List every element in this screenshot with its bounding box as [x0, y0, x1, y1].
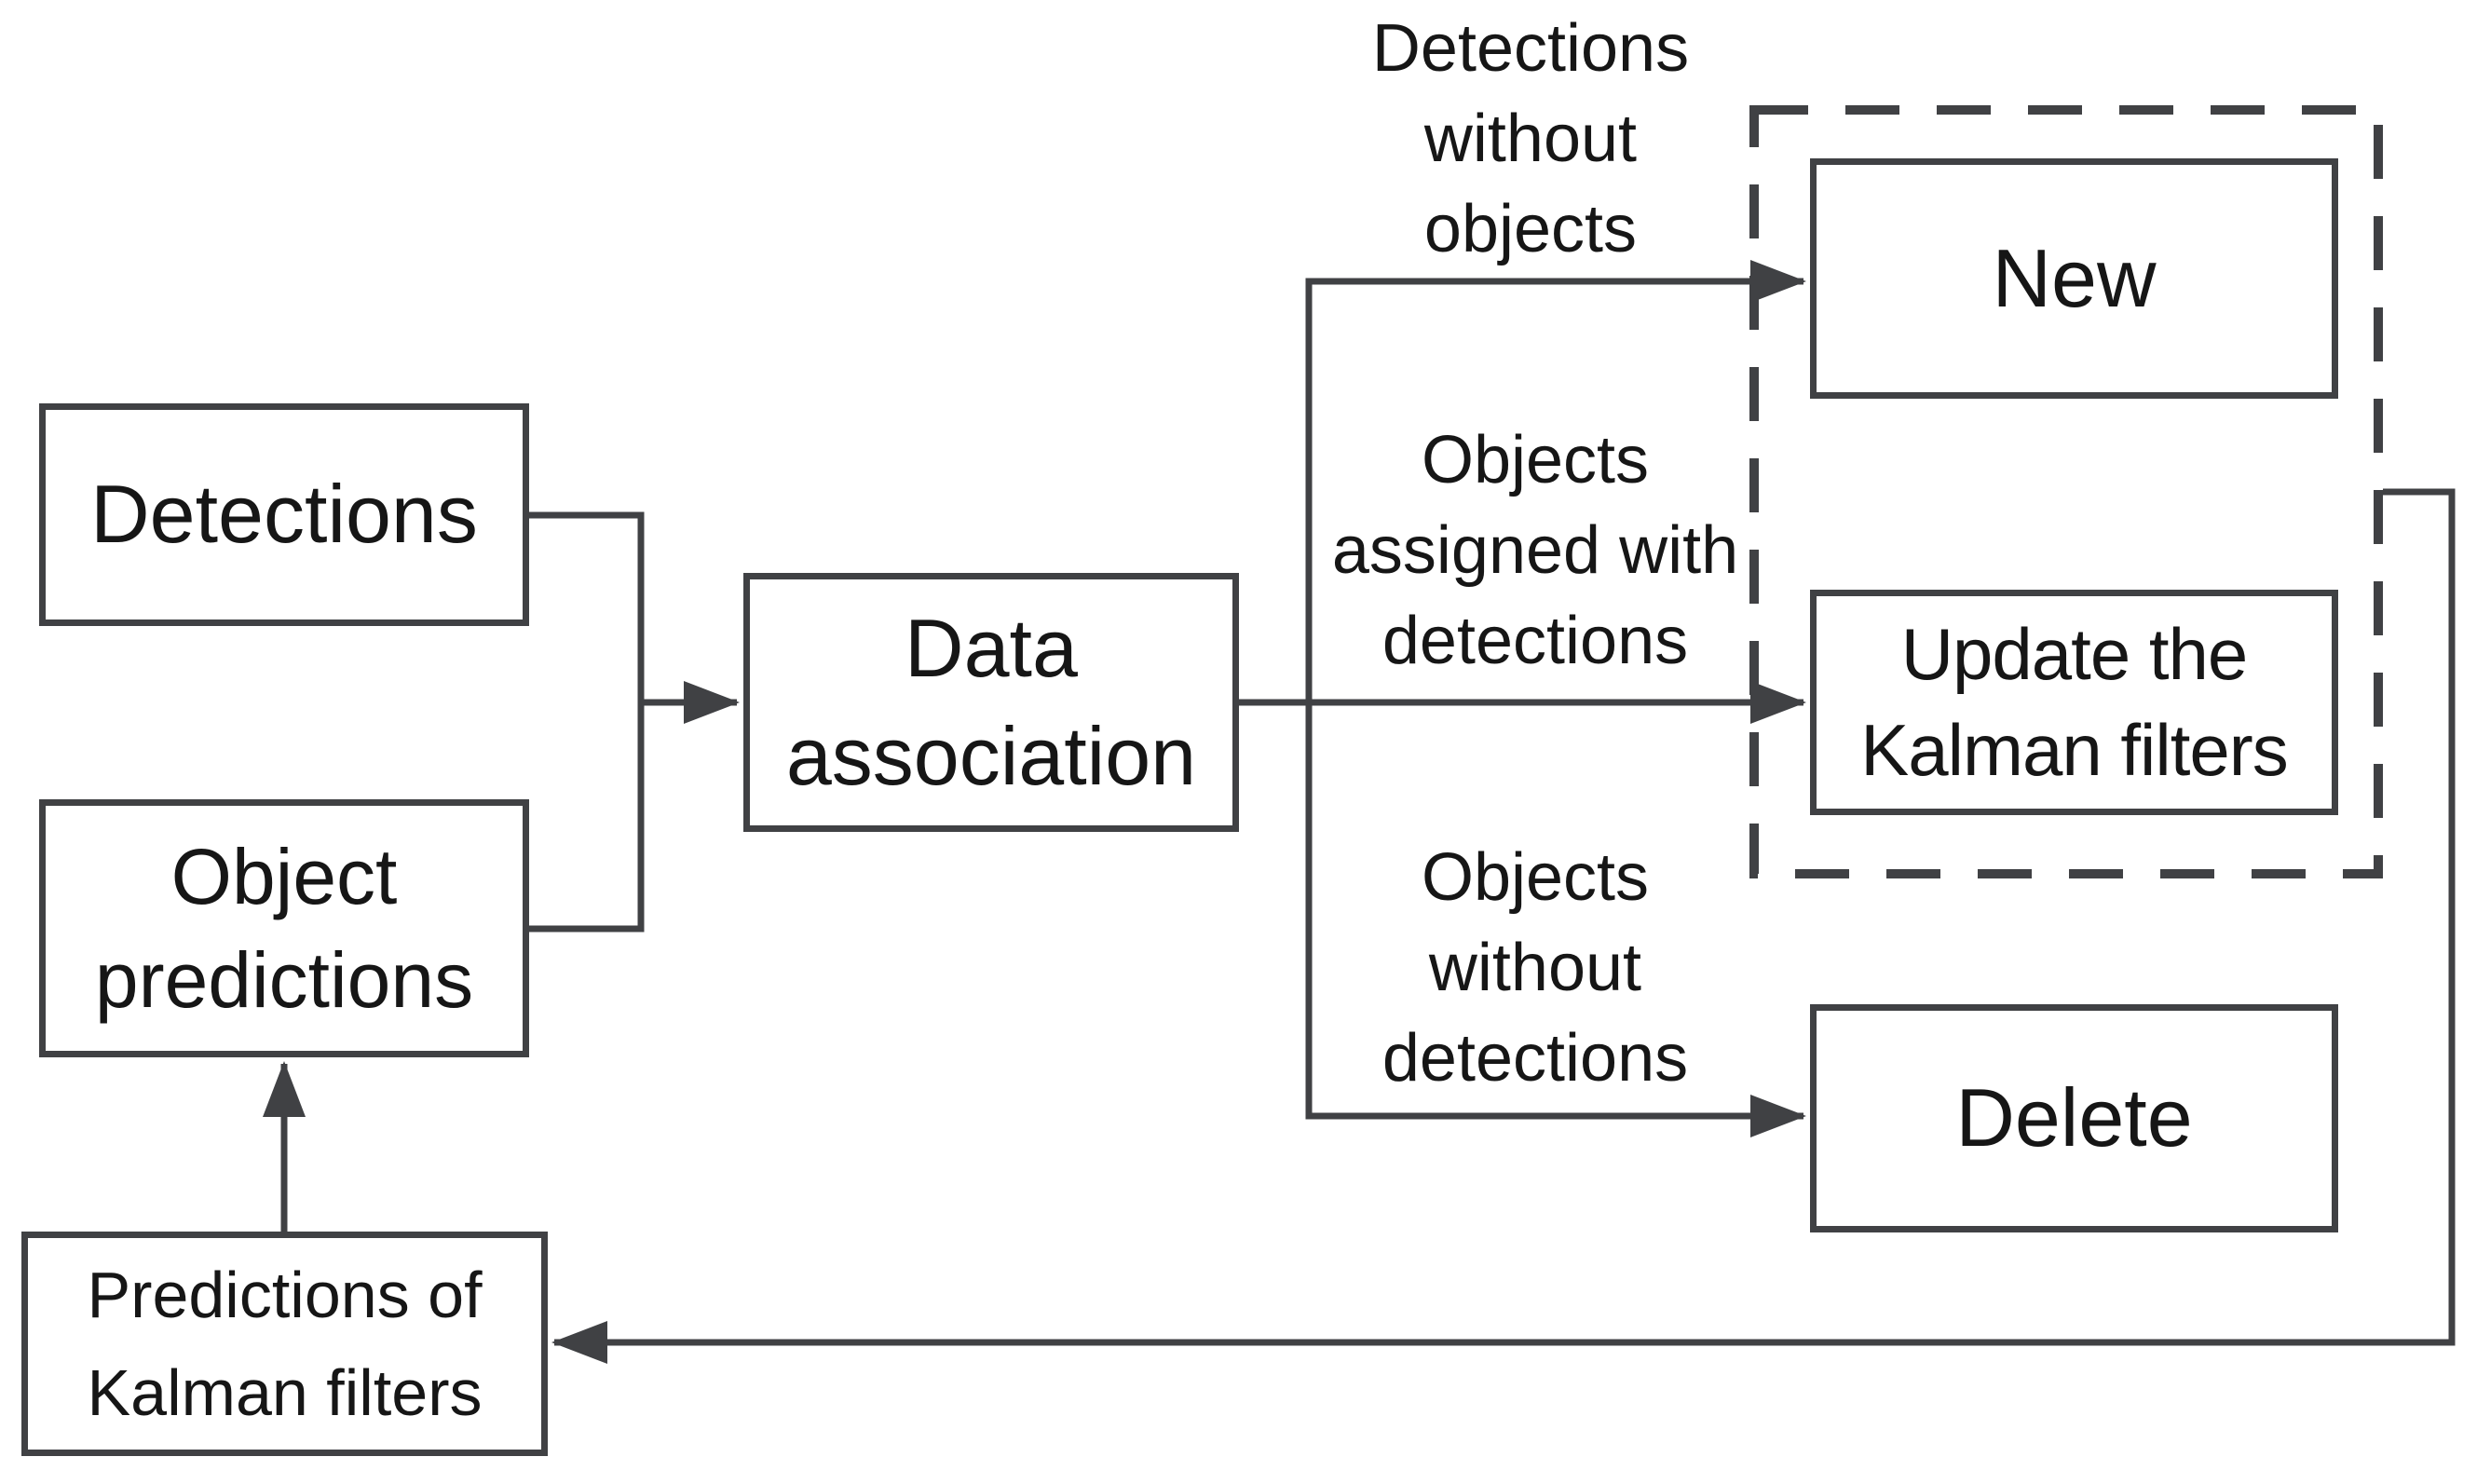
label-detections-without-objects: Detections without objects	[1371, 11, 1690, 266]
dashed-group-box	[1749, 105, 2383, 878]
box-predictions-of-kalman-filters: Predictions of Kalman filters	[21, 1232, 548, 1456]
box-new: New	[1810, 158, 2338, 399]
box-object-predictions: Object predictions	[39, 799, 529, 1057]
box-update-kalman-filters: Update the Kalman filters	[1810, 590, 2338, 815]
box-delete: Delete	[1810, 1004, 2338, 1232]
box-detections: Detections	[39, 403, 529, 626]
box-data-association: Data association	[743, 573, 1239, 832]
label-objects-without-detections: Objects without detections	[1381, 840, 1689, 1096]
label-objects-assigned-with-detections: Objects assigned with detections	[1331, 423, 1739, 678]
